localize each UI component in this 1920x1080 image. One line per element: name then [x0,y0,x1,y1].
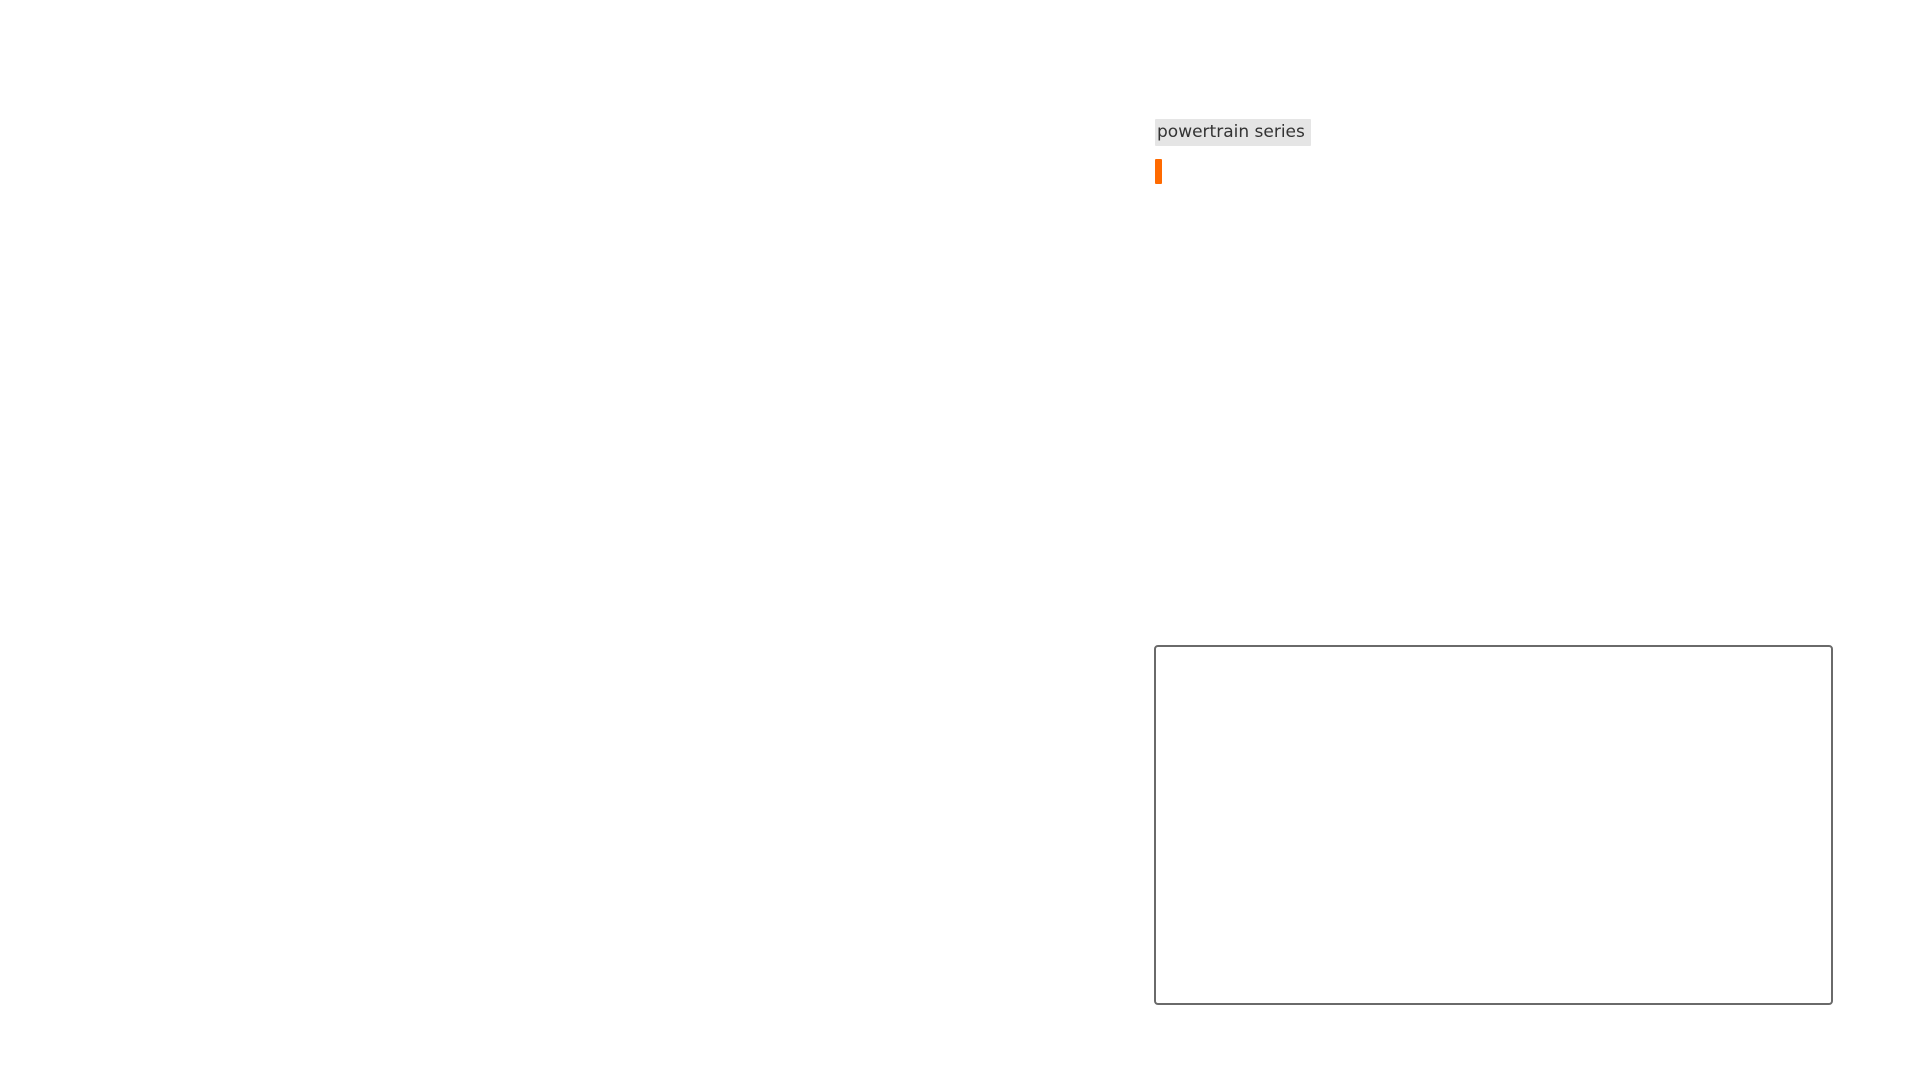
series-color-swatch[interactable] [1155,159,1162,184]
series-tag[interactable]: powertrain series [1155,119,1311,146]
empty-panel [1154,645,1833,1005]
